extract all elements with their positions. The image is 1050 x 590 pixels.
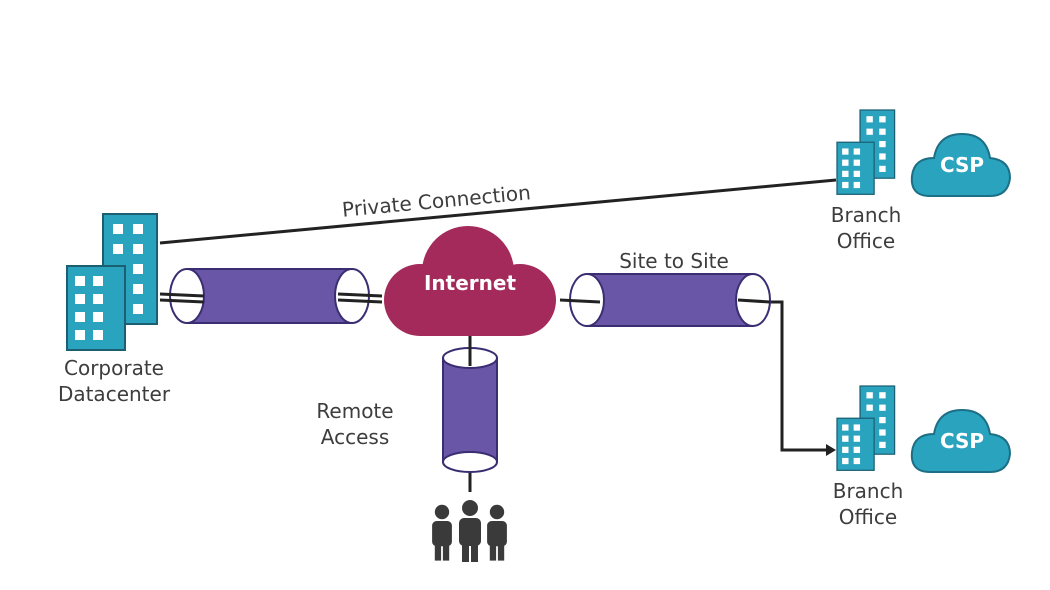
private-connection-label: Private Connection [341,180,532,221]
csp-cloud-1-icon [910,132,1012,197]
branch-office-2-label-line2: Office [839,505,897,529]
branch-office-1-label-line2: Office [837,229,895,253]
datacenter-label-line2: Datacenter [58,382,171,406]
branch-arrow-head [826,444,836,456]
branch-office-2-label-line1: Branch [833,479,904,503]
csp-2-label: CSP [940,429,984,453]
datacenter-tunnel [159,268,383,324]
site-to-site-tunnel [559,273,771,327]
remote-access-label-line1: Remote [316,399,393,423]
branch-office-1-label-line1: Branch [831,203,902,227]
site-to-site-label: Site to Site [619,249,729,273]
branch-office-1-building-icon [836,109,896,195]
csp-cloud-2-icon [910,408,1012,473]
internet-label: Internet [424,271,516,295]
remote-access-label-line2: Access [321,425,389,449]
site-to-site-branch-line [770,300,830,452]
datacenter-label-line1: Corporate [64,356,164,380]
private-connection-line [159,178,837,245]
csp-1-label: CSP [940,153,984,177]
internet-cloud-icon [384,226,556,336]
branch-office-2-building-icon [836,385,896,471]
corporate-datacenter-building-icon [66,213,158,351]
remote-users-icon [432,500,507,562]
remote-access-tunnel [442,336,498,473]
